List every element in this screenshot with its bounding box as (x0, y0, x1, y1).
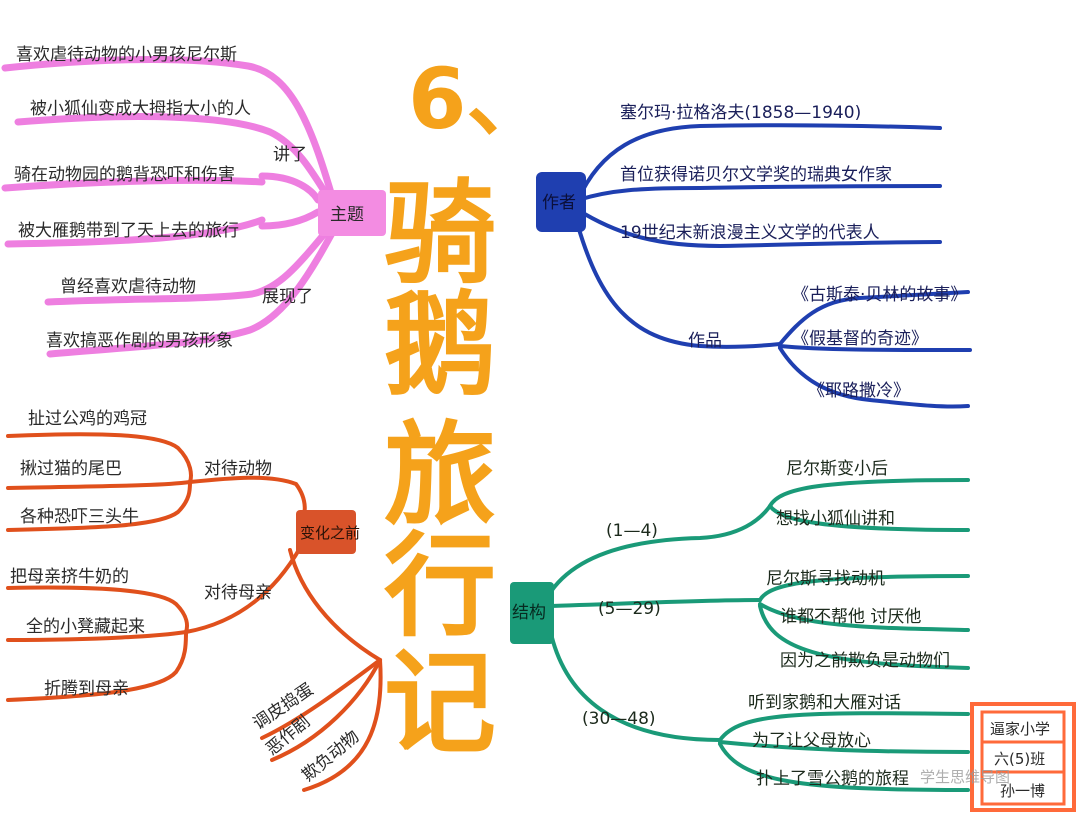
author-item-1: 塞尔玛·拉格洛夫(1858—1940) (620, 103, 861, 123)
theme-label: 主题 (330, 205, 364, 225)
author-label: 作者 (542, 193, 576, 213)
theme-line-2 (14, 113, 340, 214)
theme-item-1: 喜欢虐待动物的小男孩尼尔斯 (16, 45, 237, 65)
change-g2-item-2: 全的小凳藏起来 (26, 617, 145, 637)
structure-p1-item-1: 尼尔斯变小后 (786, 459, 888, 479)
structure-p3-item-1: 听到家鹅和大雁对话 (748, 693, 901, 713)
title-char-5: 记 (384, 639, 496, 769)
theme-line-3 (1, 176, 266, 192)
change-g2-item-1: 把母亲挤牛奶的 (10, 567, 129, 587)
theme-line-5 (44, 216, 340, 306)
theme-branch: 主题 讲了 展现了 喜欢虐待动物的小男孩尼尔斯 被小狐仙变成大拇指大小的人 骑在… (1, 45, 386, 358)
title-char-4: 行 (384, 522, 496, 652)
change-label: 变化之前 (300, 524, 360, 542)
change-g2-label: 对待母亲 (204, 583, 272, 603)
structure-p2-item-2: 谁都不帮他 讨厌他 (780, 607, 921, 627)
theme-item-3: 骑在动物园的鹅背恐吓和伤害 (14, 165, 235, 185)
structure-p3-item-3: 扑上了雪公鹅的旅程 (756, 769, 909, 789)
author-work-3: 《耶路撒冷》 (808, 381, 910, 401)
change-g1-item-2: 揪过猫的尾巴 (20, 459, 122, 479)
structure-p2-item-3: 因为之前欺负是动物们 (780, 651, 950, 671)
structure-node (510, 582, 554, 644)
structure-p1-item-2: 想找小狐仙讲和 (776, 509, 895, 529)
stamp-line-1: 逼家小学 (990, 720, 1050, 738)
title-char-1: 骑 (384, 169, 496, 299)
theme-item-6: 喜欢搞恶作剧的男孩形象 (46, 331, 233, 351)
change-node (296, 510, 356, 554)
title-char-2: 鹅 (384, 281, 496, 411)
structure-p3-item-2: 为了让父母放心 (752, 731, 871, 751)
theme-item-5: 曾经喜欢虐待动物 (60, 277, 196, 297)
watermark: 学生思维导图 (920, 768, 1010, 786)
author-work-1: 《古斯泰·贝林的故事》 (792, 285, 967, 305)
theme-sub1-label: 讲了 (273, 145, 307, 165)
author-item-2: 首位获得诺贝尔文学奖的瑞典女作家 (620, 165, 892, 185)
theme-item-4: 被大雁鹅带到了天上去的旅行 (18, 221, 239, 241)
structure-range-3: (30—48) (582, 709, 656, 729)
change-g1-label: 对待动物 (204, 459, 272, 479)
theme-item-2: 被小狐仙变成大拇指大小的人 (30, 99, 251, 119)
author-node (536, 172, 586, 232)
structure-branch: 结构 (1—4) (5—29) (30—48) 尼尔斯变小后 想找小狐仙讲和 尼… (510, 459, 970, 792)
theme-line-mid2 (258, 208, 322, 230)
title-char-3: 旅 (384, 411, 496, 541)
theme-line-1 (1, 56, 340, 214)
author-item-3: 19世纪末新浪漫主义文学的代表人 (620, 223, 880, 243)
change-branch: 变化之前 对待动物 扯过公鸡的鸡冠 揪过猫的尾巴 各种恐吓三头牛 对待母亲 把母… (6, 409, 383, 792)
structure-range-2: (5—29) (598, 599, 661, 619)
title-number: 6、 (408, 50, 550, 148)
theme-node (318, 190, 386, 236)
title-group: 6、 骑 鹅 旅 行 记 (384, 50, 550, 769)
stamp-line-3: 孙一博 (1000, 782, 1045, 800)
author-stamp: 逼家小学 六(5)班 孙一博 (970, 702, 1076, 812)
stamp-line-2: 六(5)班 (994, 750, 1045, 768)
theme-line-4 (4, 216, 266, 248)
change-g1-item-1: 扯过公鸡的鸡冠 (28, 409, 147, 429)
structure-range-1: (1—4) (606, 521, 658, 541)
theme-line-mid (258, 172, 322, 204)
author-works-label: 作品 (688, 331, 722, 351)
theme-line-6 (46, 222, 340, 358)
change-g2-item-3: 折腾到母亲 (44, 679, 129, 699)
structure-label: 结构 (512, 603, 546, 623)
author-work-2: 《假基督的奇迹》 (792, 329, 928, 349)
theme-sub2-label: 展现了 (262, 287, 313, 307)
author-branch: 作者 塞尔玛·拉格洛夫(1858—1940) 首位获得诺贝尔文学奖的瑞典女作家 … (536, 103, 972, 409)
change-g1-item-3: 各种恐吓三头牛 (20, 507, 139, 527)
structure-p2-item-1: 尼尔斯寻找动机 (766, 569, 885, 589)
